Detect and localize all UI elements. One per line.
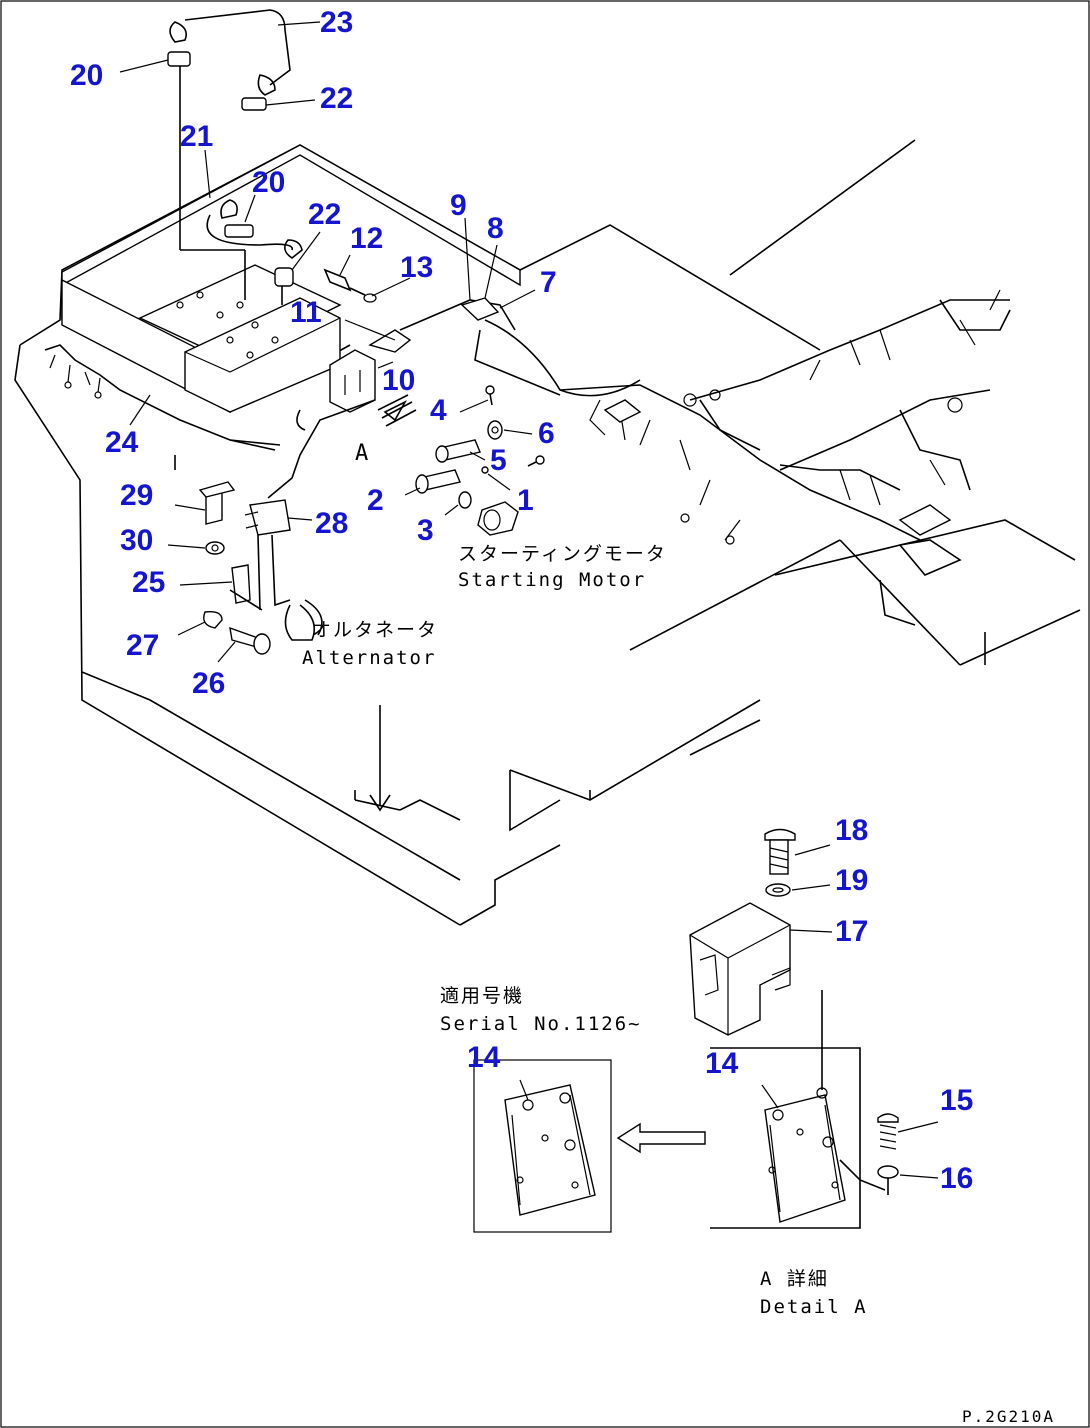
- detail-arrow-icon: [616, 1122, 706, 1154]
- callout-17: 17: [835, 915, 868, 948]
- callout-22: 22: [320, 82, 353, 115]
- callout-7: 7: [540, 266, 557, 299]
- callout-2: 2: [367, 484, 384, 517]
- drawing-code: P.2G210A: [962, 1407, 1055, 1426]
- callout-13: 13: [400, 251, 433, 284]
- callout-22: 22: [308, 198, 341, 231]
- callout-9: 9: [450, 189, 467, 222]
- serial-label: Serial No.1126~: [440, 1013, 642, 1035]
- callout-12: 12: [350, 222, 383, 255]
- callout-21: 21: [180, 120, 213, 153]
- callout-5: 5: [490, 444, 507, 477]
- wiring-harness-left: [44, 344, 281, 446]
- callout-14: 14: [705, 1047, 739, 1080]
- callout-27: 27: [126, 629, 159, 662]
- callout-20: 20: [70, 59, 103, 92]
- starter-hardware: [377, 385, 545, 536]
- callout-16: 16: [940, 1162, 973, 1195]
- callout-19: 19: [835, 864, 868, 897]
- callout-29: 29: [120, 479, 153, 512]
- alternator-hardware: [198, 481, 323, 655]
- callout-11: 11: [290, 296, 322, 329]
- callout-numbers: 23 20 22 21 20 22 12 9 8 13 7 11 10 4 6 …: [70, 6, 973, 1195]
- starting-motor-label: Starting Motor: [458, 569, 646, 591]
- callout-23: 23: [320, 6, 353, 39]
- callout-24: 24: [105, 426, 139, 459]
- battery-cable-group: [167, 9, 303, 305]
- detail-label-jp: A 詳細: [760, 1268, 829, 1290]
- callout-3: 3: [417, 514, 434, 547]
- callout-8: 8: [487, 212, 504, 245]
- callout-18: 18: [835, 814, 868, 847]
- callout-20: 20: [252, 166, 285, 199]
- callout-1: 1: [517, 484, 534, 517]
- wiring-harness-right: [559, 289, 1011, 545]
- battery-box: [61, 144, 521, 414]
- starting-motor-label-jp: スターティングモータ: [458, 543, 667, 565]
- callout-25: 25: [132, 566, 165, 599]
- view-letter: A: [355, 441, 370, 466]
- alternator-label: Alternator: [302, 647, 436, 669]
- callout-30: 30: [120, 524, 153, 557]
- leader-lines: [119, 21, 939, 1179]
- annotations: スターティングモータ Starting Motor オルタネータ Alterna…: [302, 441, 1055, 1426]
- detail-label: Detail A: [760, 1296, 868, 1318]
- detail-a-bracket: [473, 828, 899, 1233]
- battery-relay-group: [229, 268, 641, 499]
- serial-label-jp: 適用号機: [440, 985, 524, 1007]
- callout-6: 6: [538, 417, 555, 450]
- callout-28: 28: [315, 507, 348, 540]
- callout-4: 4: [430, 394, 447, 427]
- alternator-label-jp: オルタネータ: [312, 619, 438, 641]
- callout-26: 26: [192, 667, 225, 700]
- callout-15: 15: [940, 1084, 973, 1117]
- callout-10: 10: [382, 364, 415, 397]
- callout-14: 14: [467, 1041, 501, 1074]
- machine-frame: [14, 139, 1081, 926]
